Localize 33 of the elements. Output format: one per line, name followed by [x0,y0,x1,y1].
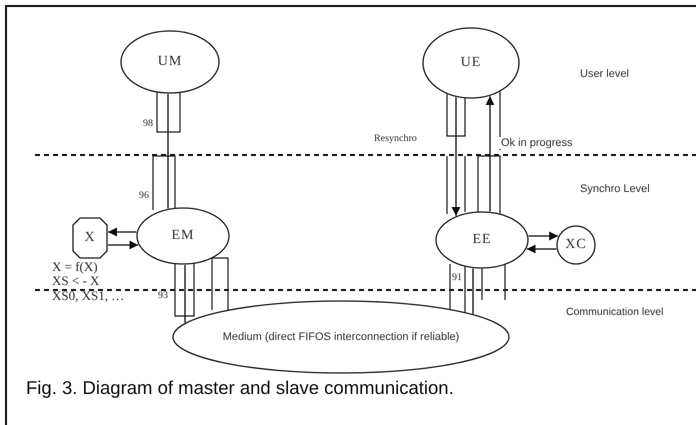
text-label: 96 [139,190,149,201]
connector-arrow [526,244,556,254]
text-label: 93 [158,290,168,301]
node-label: UE [460,55,482,71]
connector-arrow [108,240,138,250]
text-label: XS < - X [52,273,100,289]
ellipse-node [435,211,529,269]
ellipse-node [136,207,230,265]
ellipse-node [422,27,520,99]
node-label: EM [172,228,194,244]
connector-arrow [452,97,460,216]
node-label: XC [565,237,587,253]
circle-node [556,225,596,265]
text-label: 98 [143,118,153,129]
edge-label: Resynchro [372,133,419,144]
node-label: X [84,230,96,246]
text-label: X = f(X) [52,259,98,275]
text-label: XS0, XS1, … [52,288,124,304]
text-label: Communication level [566,306,664,318]
node-label: EE [472,232,492,248]
connector-arrow [528,232,558,240]
node-label: UM [158,54,182,70]
text-label: Synchro Level [580,183,650,195]
node-label: Medium (direct FIFOS interconnection if reliable) [222,331,460,343]
text-label: 91 [452,272,462,283]
octagon-node [72,217,108,259]
edge-label: Ok in progress [499,137,575,149]
figure-caption: Fig. 3. Diagram of master and slave communication. [26,377,454,399]
connector-arrow [486,96,494,212]
ellipse-node [172,300,510,374]
ellipse-node [120,30,220,94]
connector-arrow [108,228,136,236]
text-label: User level [580,68,629,80]
